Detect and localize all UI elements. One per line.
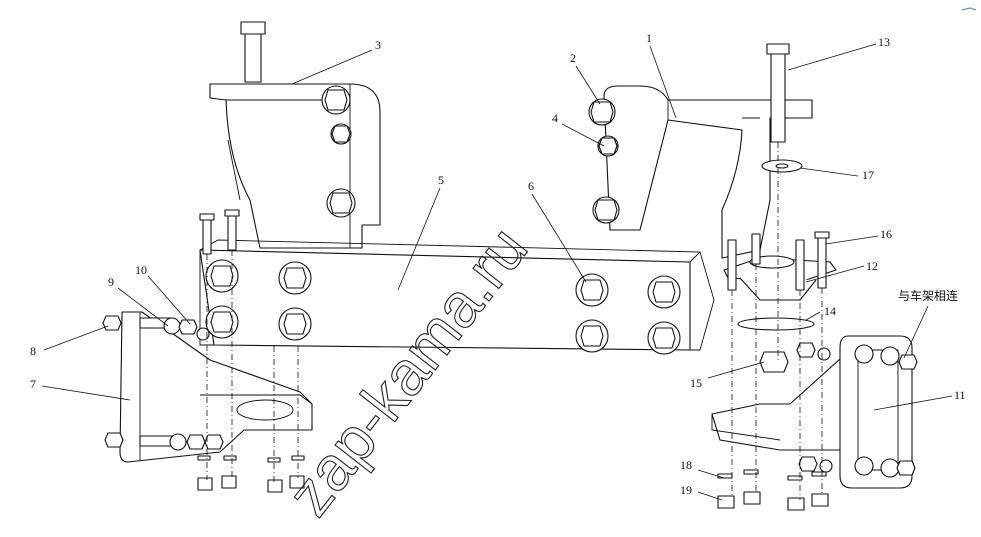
mount-bolts-16	[727, 231, 830, 291]
corner-logo-icon	[961, 7, 977, 11]
frame-plate-bolts	[796, 342, 918, 478]
nut-15	[759, 351, 789, 373]
beam-bolts	[205, 259, 681, 355]
callout-4: 4	[552, 111, 558, 125]
callout-17: 17	[862, 168, 874, 182]
callout-8: 8	[30, 344, 36, 358]
callout-3: 3	[375, 38, 381, 52]
callout-19: 19	[680, 483, 692, 497]
callout-12: 12	[866, 259, 878, 273]
callout-11: 11	[954, 388, 966, 402]
frame-note: 与车架相连	[898, 288, 958, 303]
callout-16: 16	[880, 227, 892, 241]
callout-15: 15	[690, 376, 702, 390]
callout-14: 14	[824, 304, 836, 318]
callout-1: 1	[646, 31, 652, 45]
right-upper-bracket	[603, 85, 813, 259]
washer-14	[737, 317, 815, 331]
callout-7: 7	[30, 377, 36, 391]
callout-labels: 1 2 3 4 5 6 7 8 9 10 11 12 13 14 15 16 1…	[30, 31, 966, 497]
callout-5: 5	[438, 173, 444, 187]
callout-18: 18	[680, 458, 692, 472]
left-bracket-bolts	[321, 85, 356, 218]
left-lower-bracket	[119, 311, 313, 463]
washer-17	[761, 159, 803, 173]
right-bracket-bolts	[588, 98, 620, 224]
callout-2: 2	[570, 51, 576, 65]
left-lower-bolts	[102, 315, 224, 451]
callout-6: 6	[528, 179, 534, 193]
callout-9: 9	[108, 275, 114, 289]
callout-13: 13	[878, 35, 890, 49]
left-bottom-nuts	[197, 455, 305, 493]
centerlines	[206, 142, 823, 500]
callout-10: 10	[135, 263, 147, 277]
leader-lines	[41, 43, 953, 501]
right-bottom-nuts	[717, 469, 829, 511]
beam-top-bolts	[199, 209, 240, 255]
